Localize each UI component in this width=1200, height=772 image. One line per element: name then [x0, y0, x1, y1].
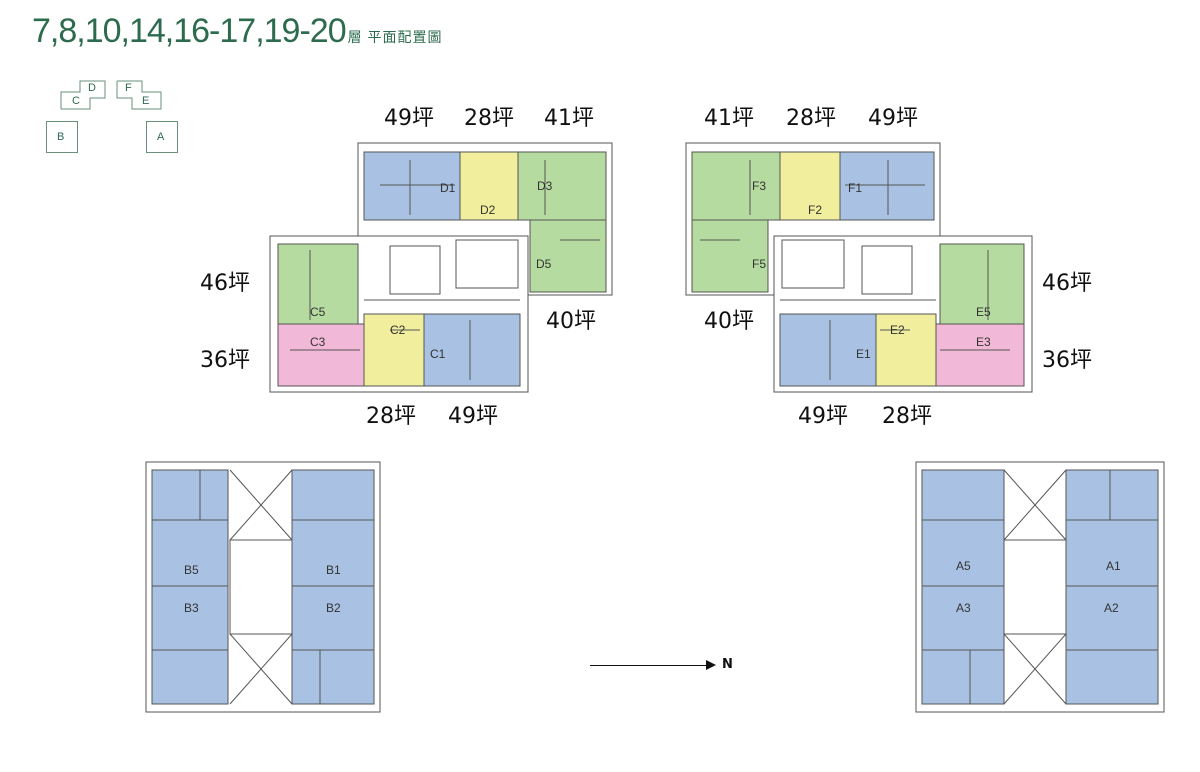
north-label: N: [722, 657, 733, 672]
area-f1: 49坪: [868, 106, 918, 131]
area-f5: 40坪: [704, 309, 754, 334]
unit-f3: [691, 151, 781, 221]
unit-label-d2: D2: [480, 203, 496, 217]
floor-range: 7,8,10,14,16-17,19-20: [32, 12, 347, 50]
unit-e2: [875, 313, 937, 387]
area-d1: 49坪: [384, 106, 434, 131]
unit-label-a1: A1: [1106, 559, 1121, 573]
unit-b1: [291, 469, 375, 587]
area-e1: 49坪: [798, 404, 848, 429]
unit-label-b5: B5: [184, 563, 199, 577]
area-c1: 49坪: [448, 404, 498, 429]
key-plan-cd-outline: [60, 80, 106, 110]
unit-b3: [151, 585, 229, 705]
key-label-b: B: [57, 131, 65, 143]
unit-c5: [277, 243, 359, 325]
unit-label-b1: B1: [326, 563, 341, 577]
unit-label-d3: D3: [537, 179, 553, 193]
core-b: [229, 539, 293, 635]
core-cd: [389, 245, 441, 295]
unit-label-f2: F2: [808, 203, 822, 217]
key-label-c: C: [72, 95, 80, 107]
key-plan-a: A: [146, 121, 178, 153]
unit-label-e1: E1: [856, 347, 871, 361]
unit-label-c1: C1: [430, 347, 446, 361]
unit-a2: [1065, 585, 1159, 705]
unit-f1: [839, 151, 935, 221]
unit-f5: [691, 219, 769, 293]
unit-label-d5: D5: [536, 257, 552, 271]
area-f3: 41坪: [704, 106, 754, 131]
unit-label-b3: B3: [184, 601, 199, 615]
unit-f2: [779, 151, 841, 221]
tower-a: [915, 461, 1165, 713]
key-label-d: D: [88, 82, 96, 94]
area-e5: 46坪: [1042, 271, 1092, 296]
title-suffix: 層 平面配置圖: [347, 29, 443, 45]
key-label-a: A: [157, 131, 165, 143]
unit-label-e5: E5: [976, 305, 991, 319]
unit-a5: [921, 469, 1005, 587]
north-arrow: N: [590, 656, 733, 676]
unit-b5: [151, 469, 229, 587]
unit-label-a3: A3: [956, 601, 971, 615]
core-ef: [861, 245, 913, 295]
tower-cd: [269, 142, 613, 393]
core-a: [1003, 539, 1067, 635]
unit-b2: [291, 585, 375, 705]
unit-label-e3: E3: [976, 335, 991, 349]
area-c3: 36坪: [200, 348, 250, 373]
unit-d5: [529, 219, 607, 293]
area-e3: 36坪: [1042, 348, 1092, 373]
area-c2: 28坪: [366, 404, 416, 429]
key-label-f: F: [125, 82, 132, 94]
north-arrow-line: [590, 665, 708, 666]
unit-label-c5: C5: [310, 305, 326, 319]
arrow-right-icon: [706, 660, 716, 670]
area-d5: 40坪: [546, 309, 596, 334]
area-d2: 28坪: [464, 106, 514, 131]
unit-label-c2: C2: [390, 323, 406, 337]
unit-label-a2: A2: [1104, 601, 1119, 615]
unit-d2: [459, 151, 519, 221]
area-c5: 46坪: [200, 271, 250, 296]
unit-d3: [517, 151, 607, 221]
key-plan-cd: C D: [60, 80, 106, 110]
unit-label-f3: F3: [752, 179, 766, 193]
tower-b: [145, 461, 381, 713]
unit-e1: [779, 313, 877, 387]
stair-cd: [455, 239, 519, 289]
key-plan-fe-outline: [116, 80, 162, 110]
unit-e5: [939, 243, 1025, 325]
area-e2: 28坪: [882, 404, 932, 429]
unit-a1: [1065, 469, 1159, 587]
unit-c1: [423, 313, 521, 387]
unit-label-a5: A5: [956, 559, 971, 573]
unit-label-c3: C3: [310, 335, 326, 349]
key-plan-fe: F E: [116, 80, 162, 110]
area-f2: 28坪: [786, 106, 836, 131]
unit-label-d1: D1: [440, 181, 456, 195]
unit-label-f5: F5: [752, 257, 766, 271]
unit-e3: [935, 323, 1025, 387]
key-plan-b: B: [46, 121, 78, 153]
unit-label-f1: F1: [848, 181, 862, 195]
key-label-e: E: [142, 95, 150, 107]
tower-ef: [685, 142, 1033, 393]
stair-ef: [781, 239, 845, 289]
unit-a3: [921, 585, 1005, 705]
area-d3: 41坪: [544, 106, 594, 131]
unit-label-e2: E2: [890, 323, 905, 337]
unit-c3: [277, 323, 365, 387]
unit-label-b2: B2: [326, 601, 341, 615]
